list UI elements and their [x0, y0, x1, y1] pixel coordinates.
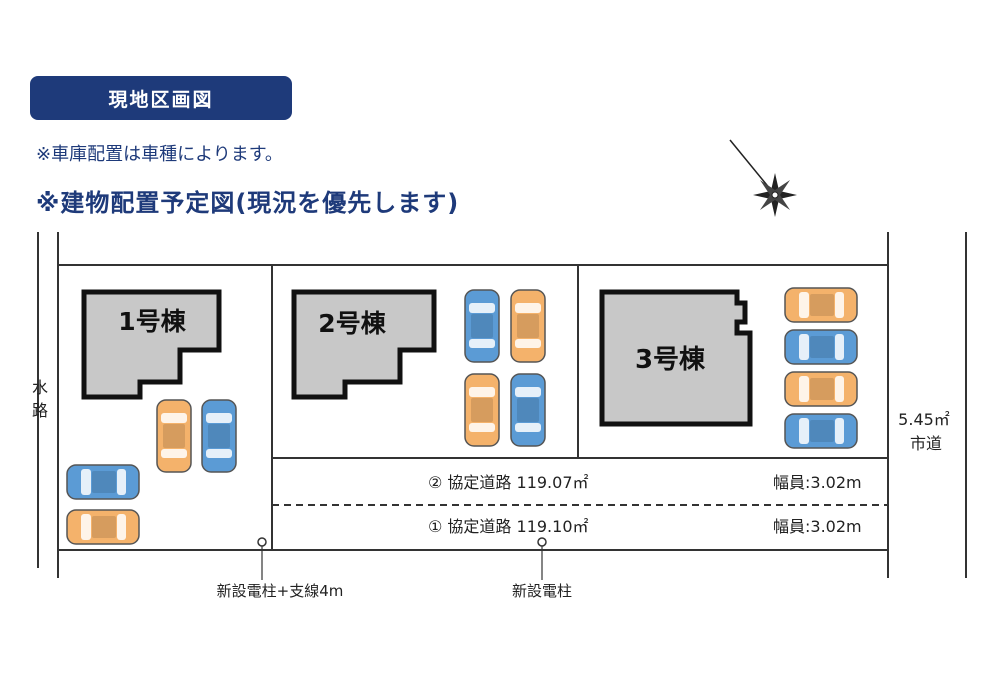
car-icon — [784, 329, 858, 365]
pole-left-label: 新設電柱+支線4m — [217, 582, 344, 600]
road-2-label: ② 協定道路 119.07㎡ — [428, 473, 589, 492]
car-icon — [201, 399, 237, 473]
car-icon — [464, 289, 500, 363]
car-icon — [156, 399, 192, 473]
car-icon — [784, 413, 858, 449]
city-road-width: 5.45㎡ — [898, 410, 950, 429]
road-1-width: 幅員:3.02m — [773, 517, 862, 536]
section-badge: 現地区画図 — [30, 76, 292, 120]
car-icon — [464, 373, 500, 447]
car-icon — [784, 287, 858, 323]
pole-center-label: 新設電柱 — [512, 582, 572, 600]
plan-headline: ※建物配置予定図(現況を優先します) — [36, 189, 460, 217]
building-1 — [81, 289, 222, 400]
building-2-label: 2号棟 — [318, 309, 386, 338]
car-icon — [510, 373, 546, 447]
car-icon — [66, 464, 140, 500]
car-icon — [66, 509, 140, 545]
road-2-width: 幅員:3.02m — [773, 473, 862, 492]
compass-icon — [729, 139, 797, 217]
building-1-label: 1号棟 — [118, 307, 186, 336]
building-2 — [291, 289, 437, 400]
city-road-label: 市道 — [910, 434, 942, 453]
utility-pole-icon — [537, 537, 547, 580]
boundary-lines — [37, 232, 967, 578]
building-3-label: 3号棟 — [635, 345, 706, 375]
utility-pole-icon — [257, 537, 267, 580]
building-3 — [599, 289, 753, 427]
water-channel-label-1: 水 — [32, 378, 48, 397]
water-channel-label-2: 路 — [32, 401, 48, 420]
car-icon — [510, 289, 546, 363]
garage-note: ※車庫配置は車種によります。 — [36, 144, 283, 165]
road-1-label: ① 協定道路 119.10㎡ — [428, 517, 589, 536]
car-icon — [784, 371, 858, 407]
